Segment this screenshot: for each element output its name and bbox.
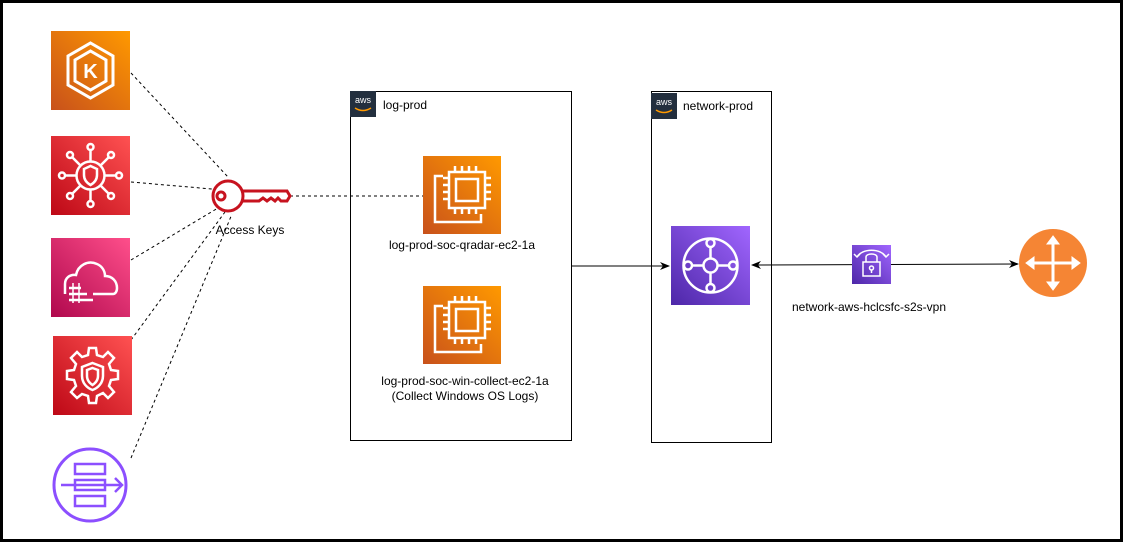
security-hub-icon [51,136,130,215]
eks-icon: K [51,31,130,110]
aws-badge [350,91,376,117]
qradar-label: log-prod-soc-qradar-ec2-1a [389,238,535,252]
guardduty-icon [53,336,132,415]
connector-guardduty-keys [130,211,226,341]
dashed-connectors [130,72,424,459]
kinesis-firehose-icon [52,447,128,523]
cloudwatch-icon [51,238,130,317]
ec2-instance-icon [423,286,501,364]
connector-cloudwatch-keys [130,207,219,261]
router-icon [1019,229,1087,297]
ec2-instance-icon [423,156,501,234]
network-prod-label: network-prod [683,99,753,113]
aws-badge-text: aws [656,97,673,107]
connector-securityhub-keys [130,181,213,190]
transit-gateway-icon [671,226,750,305]
aws-badge-text: aws [355,95,372,105]
win-collect-sublabel: (Collect Windows OS Logs) [392,389,539,403]
svg-text:K: K [83,61,98,83]
vpn-connection-icon [852,245,891,284]
aws-badge [651,93,677,119]
connector-firehose-keys [130,213,233,459]
log-prod-label: log-prod [383,98,427,112]
access-key-icon [211,179,292,213]
network-prod-group: aws network-prod [651,91,772,443]
log-prod-group: aws log-prod [350,91,572,441]
access-keys-label: Access Keys [216,223,285,237]
vpn-label: network-aws-hclcsfc-s2s-vpn [792,300,946,314]
win-collect-label: log-prod-soc-win-collect-ec2-1a [381,374,549,388]
